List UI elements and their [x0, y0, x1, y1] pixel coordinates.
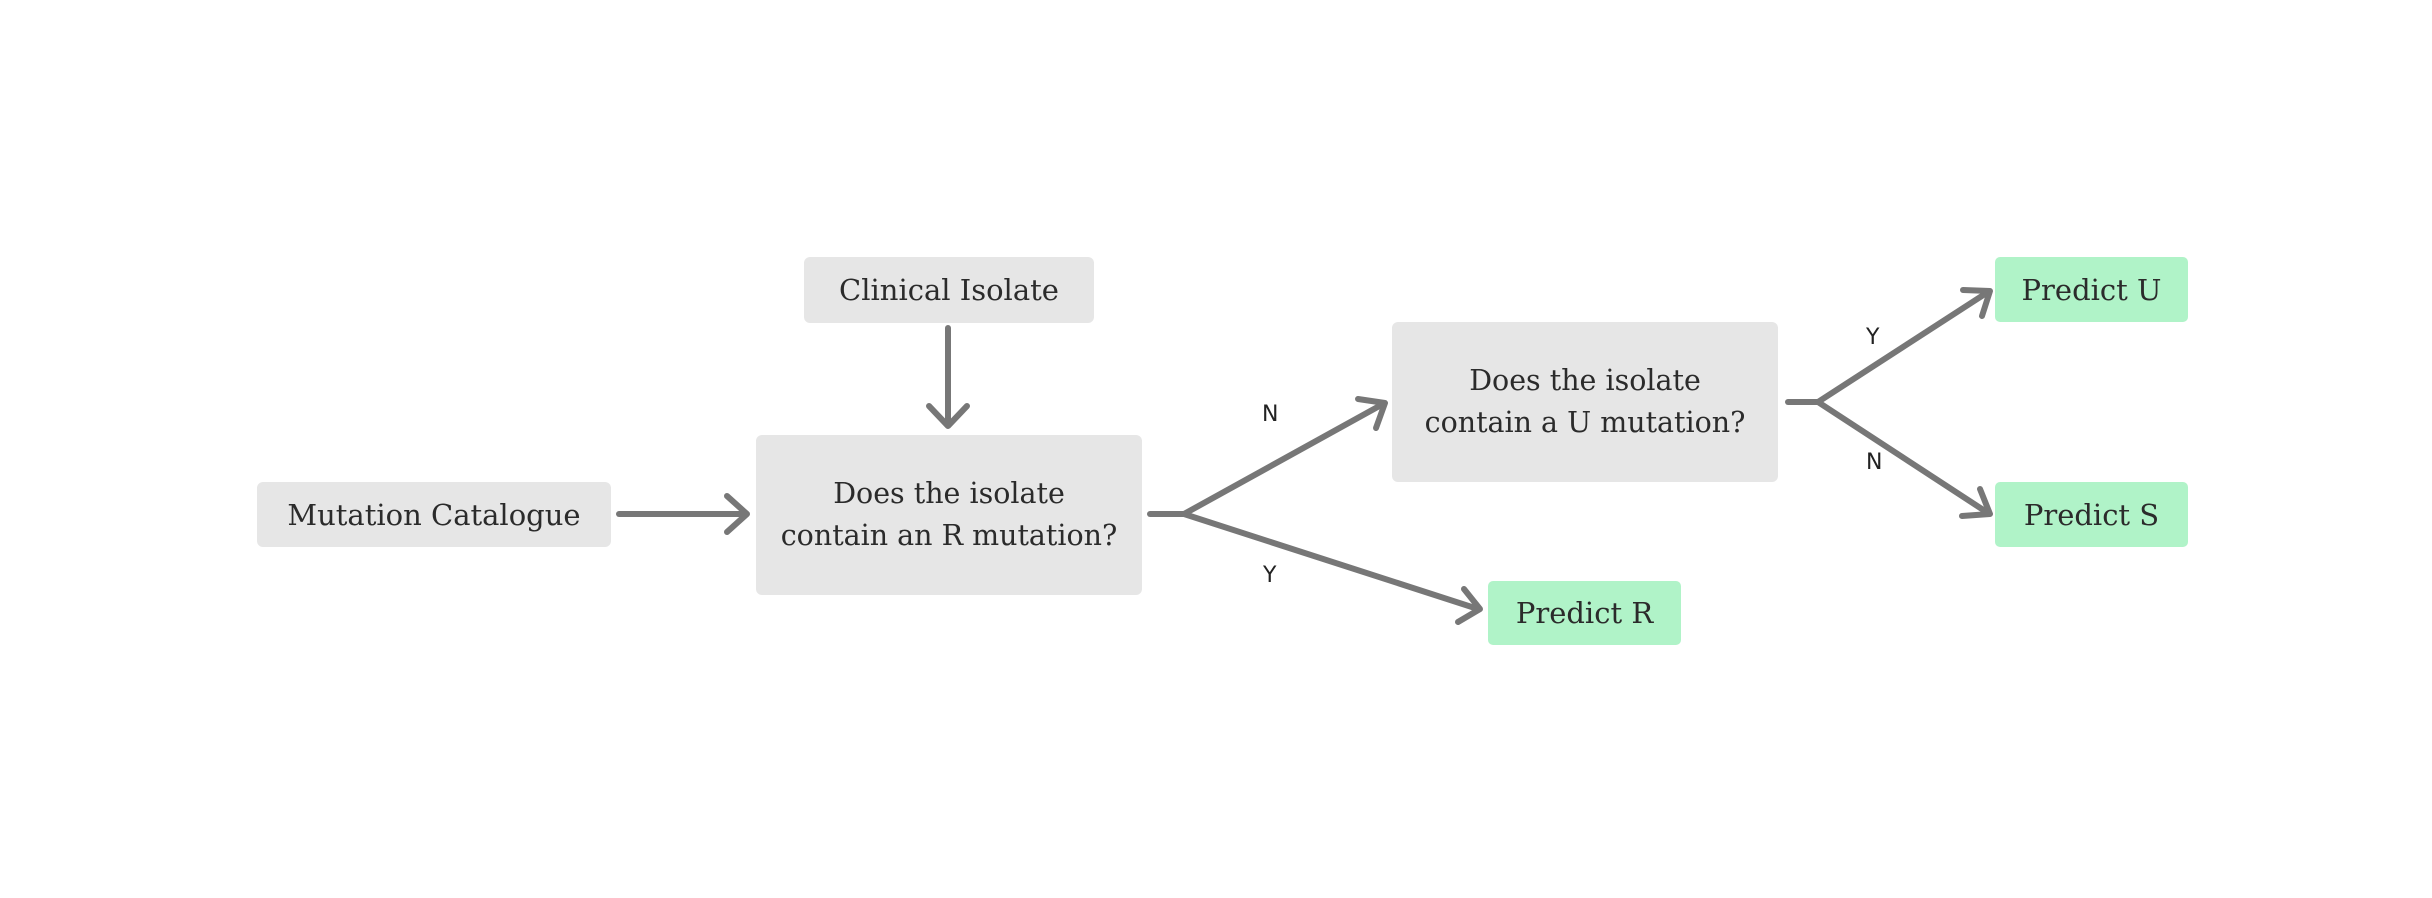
arrowhead-question-u-no [1959, 486, 1993, 519]
clinical-isolate-node: Clinical Isolate [804, 257, 1094, 323]
edge-label-r-yes: Y [1263, 563, 1277, 588]
u-question-line-2: contain a U mutation? [1424, 406, 1746, 439]
mutation-catalogue-label: Mutation Catalogue [287, 497, 581, 532]
predict-s-label: Predict S [2023, 497, 2160, 532]
r-question-line-2: contain an R mutation? [780, 519, 1118, 552]
clinical-isolate-label: Clinical Isolate [839, 273, 1059, 307]
predict-r-label: Predict R [1515, 596, 1654, 630]
r-question-line-1: Does the isolate [833, 477, 1065, 510]
edge-label-u-yes: Y [1866, 325, 1880, 350]
arrowhead-question-r-no [1355, 396, 1388, 431]
predict-r-node: Predict R [1488, 581, 1681, 645]
arrowhead-question-u-yes [1960, 287, 1993, 319]
arrow-question-r-no [1181, 401, 1386, 517]
arrowhead-catalogue-to-question-r [724, 493, 750, 535]
arrow-question-r-yes [1181, 511, 1481, 612]
predict-u-node: Predict U [1995, 257, 2188, 322]
predict-u-label: Predict U [2021, 272, 2162, 307]
arrow-question-u-no [1815, 399, 1991, 516]
u-mutation-question-node: Does the isolate contain a U mutation? [1392, 322, 1778, 482]
edge-label-u-no: N [1866, 450, 1883, 475]
edge-label-r-no: N [1262, 402, 1279, 427]
arrow-question-u-yes [1815, 289, 1991, 405]
u-question-line-1: Does the isolate [1469, 364, 1701, 397]
predict-s-node: Predict S [1995, 482, 2188, 547]
mutation-catalogue-node: Mutation Catalogue [257, 482, 611, 547]
r-mutation-question-node: Does the isolate contain an R mutation? [756, 435, 1142, 595]
arrowhead-clinical-to-question-r [926, 403, 970, 429]
arrowhead-question-r-yes [1455, 586, 1483, 625]
